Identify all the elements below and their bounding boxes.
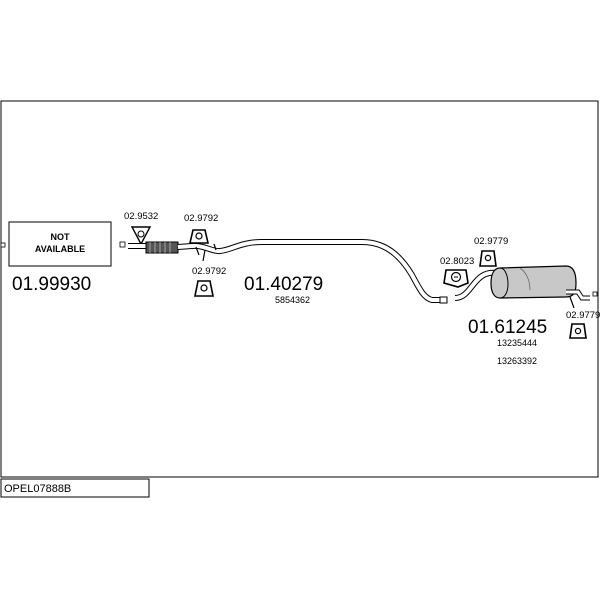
- not-available-line-1: NOT: [51, 232, 71, 242]
- hanger-top-part: [188, 229, 210, 244]
- middle-pipe-number: 01.40279: [244, 274, 323, 295]
- catalog-code-box: OPEL07888B: [0, 478, 150, 498]
- middle-pipe-part: [177, 239, 440, 303]
- hanger-rear-top-part: [479, 250, 497, 267]
- left-edge-marker: [0, 242, 6, 248]
- hanger-rear-right-part: [569, 323, 587, 339]
- rear-silencer-oe-ref-2: 13263392: [497, 356, 537, 366]
- clamp-middle-part: [443, 269, 469, 288]
- rear-silencer-oe-ref-1: 13235444: [497, 338, 537, 348]
- not-available-line-2: AVAILABLE: [35, 244, 85, 254]
- not-available-box: NOT AVAILABLE: [8, 221, 112, 267]
- front-connector-marker: [119, 241, 126, 248]
- clamp-middle-label: 02.8023: [440, 256, 474, 267]
- diagram-frame: [0, 100, 599, 478]
- rear-silencer-part: [454, 265, 590, 309]
- hanger-bottom-label: 02.9792: [192, 266, 226, 277]
- hanger-rear-top-label: 02.9779: [474, 236, 508, 247]
- rear-silencer-number: 01.61245: [468, 317, 547, 338]
- hanger-top-label: 02.9792: [184, 213, 218, 224]
- gasket-front-label: 02.9532: [124, 211, 158, 222]
- gasket-front-part: [130, 226, 152, 246]
- middle-pipe-oe-ref: 5854362: [275, 295, 310, 305]
- middle-rear-connector-marker: [439, 296, 448, 304]
- catalog-code: OPEL07888B: [4, 483, 71, 495]
- front-pipe-number: 01.99930: [12, 274, 91, 295]
- right-edge-marker: [592, 291, 598, 297]
- flex-pipe-part: [128, 241, 179, 254]
- hanger-bottom-part: [194, 280, 214, 297]
- hanger-rear-right-label: 02.9779: [566, 310, 600, 321]
